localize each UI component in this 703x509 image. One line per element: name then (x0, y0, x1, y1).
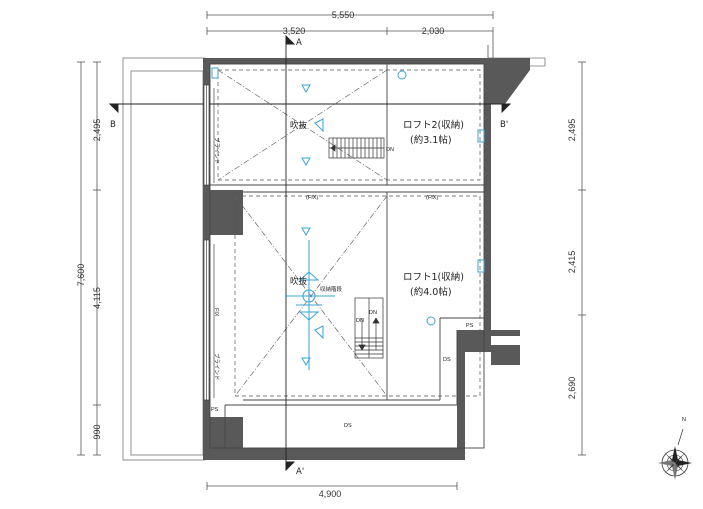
blind-label-lower: ブラインド (213, 353, 221, 381)
blind-label-upper: ブラインド (213, 137, 221, 165)
section-line-a (285, 34, 296, 472)
dim-left-middle: 4,115 (92, 287, 102, 309)
dim-right-middle: 2,415 (567, 251, 577, 274)
loft2-name: ロフト2(収納) (403, 119, 464, 131)
light-fixtures (211, 67, 485, 367)
dim-top-left: 3,520 (283, 26, 306, 36)
stair-dn-upper: DN (386, 147, 394, 153)
loft1-area: (約4.0帖) (410, 286, 452, 298)
dim-left-lower: 990 (92, 424, 102, 439)
section-mark-b-right: B' (500, 120, 508, 130)
dimension-lines (77, 11, 586, 490)
ds-label-bottom: DS (344, 423, 352, 429)
fukinuke-lower: 吹抜 (290, 276, 308, 287)
section-mark-b-left: B (110, 120, 116, 130)
dim-left-total: 7,600 (76, 264, 86, 287)
ceiling-fan (285, 240, 335, 370)
upper-stair (328, 137, 385, 159)
storage-stair-label: 収納階段 (320, 285, 343, 293)
stair-dn-lower-right: DN (369, 310, 377, 316)
loft2-area: (約3.1帖) (410, 134, 452, 146)
fukinuke-upper: 吹抜 (290, 120, 308, 131)
interior-lines (209, 63, 485, 449)
lower-stair (354, 297, 384, 359)
fix-label-vertical: FIX (213, 308, 219, 317)
fix-label-left: (FIX) (306, 195, 318, 201)
section-line-b (108, 103, 512, 114)
section-mark-a-top: A (296, 38, 302, 48)
window-strips (203, 84, 210, 401)
ds-label-right: DS (443, 357, 451, 363)
stair-dn-lower-left: DN (356, 318, 364, 324)
ps-label-left: PS (211, 407, 219, 413)
ps-label-right: PS (466, 323, 474, 329)
fix-label-right: (FIX) (426, 195, 438, 201)
compass-rose-icon (658, 428, 692, 480)
dim-bottom-overall: 4,900 (319, 489, 342, 499)
section-mark-a-bottom: A' (296, 467, 304, 477)
dim-top-overall: 5,550 (332, 10, 355, 20)
dim-left-upper: 2,495 (92, 119, 102, 142)
dim-right-lower: 2,690 (567, 377, 577, 400)
loft1-name: ロフト1(収納) (403, 271, 464, 283)
dim-right-upper: 2,495 (567, 119, 577, 142)
dim-top-right: 2,030 (422, 26, 445, 36)
north-label: N (682, 417, 686, 423)
